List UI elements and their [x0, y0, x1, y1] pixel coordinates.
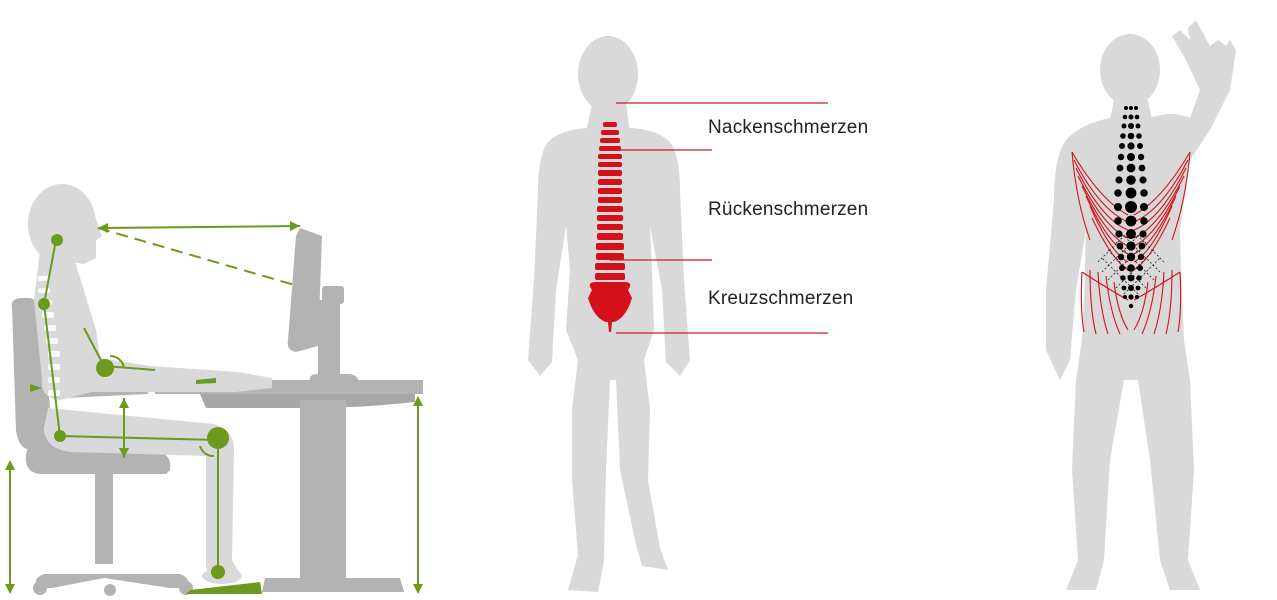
back-view-muscle-scene [1046, 20, 1236, 590]
back-figure-silhouette [1046, 20, 1236, 590]
ergonomic-workstation-scene [5, 184, 423, 596]
label-back-pain: Rückenschmerzen [708, 199, 868, 221]
label-neck-pain: Nackenschmerzen [708, 117, 868, 139]
label-lower-back-pain: Kreuzschmerzen [708, 288, 853, 310]
seated-person-silhouette [28, 184, 272, 584]
